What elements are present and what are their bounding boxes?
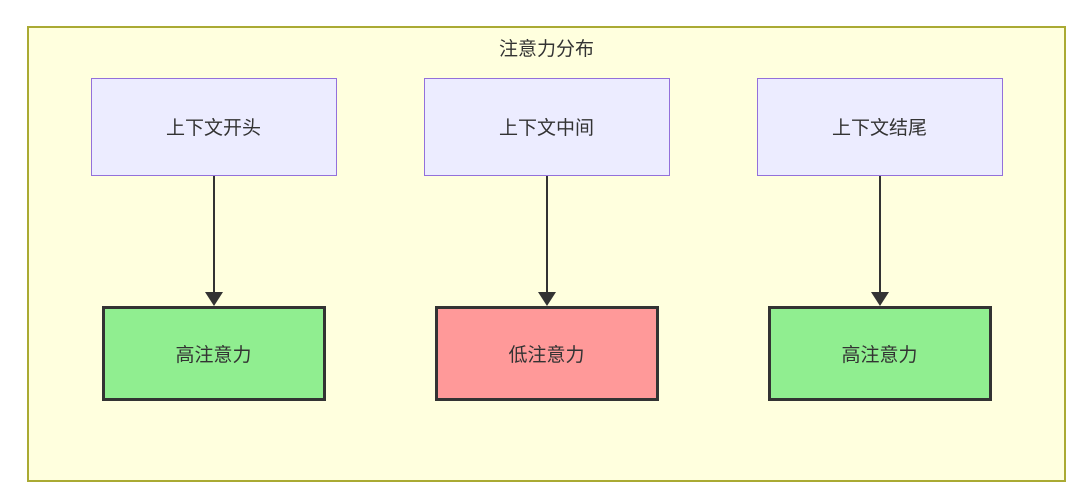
diagram-title: 注意力分布 xyxy=(498,39,594,60)
attention-distribution-container: 注意力分布 上下文开头 高注意力 上下文中间 低注意力 上下文结尾 xyxy=(27,26,1066,482)
down-arrow-2 xyxy=(537,175,556,306)
arrow-head-icon xyxy=(204,291,223,306)
arrow-line xyxy=(545,175,548,292)
node-high-attention-1: 高注意力 xyxy=(101,305,326,401)
node-high-attention-2: 高注意力 xyxy=(767,305,992,401)
arrow-head-icon xyxy=(870,291,889,306)
node-low-attention: 低注意力 xyxy=(434,305,659,401)
arrow-line xyxy=(212,175,215,292)
node-context-middle: 上下文中间 xyxy=(423,77,670,176)
node-context-start: 上下文开头 xyxy=(90,77,337,176)
arrow-head-icon xyxy=(537,291,556,306)
down-arrow-1 xyxy=(204,175,223,306)
down-arrow-3 xyxy=(870,175,889,306)
arrow-line xyxy=(878,175,881,292)
flow-column-context-middle: 上下文中间 低注意力 xyxy=(423,77,670,401)
flow-column-context-start: 上下文开头 高注意力 xyxy=(90,77,337,401)
node-context-end: 上下文结尾 xyxy=(756,77,1003,176)
flow-columns: 上下文开头 高注意力 上下文中间 低注意力 上下文结尾 xyxy=(90,77,1003,401)
flow-column-context-end: 上下文结尾 高注意力 xyxy=(756,77,1003,401)
